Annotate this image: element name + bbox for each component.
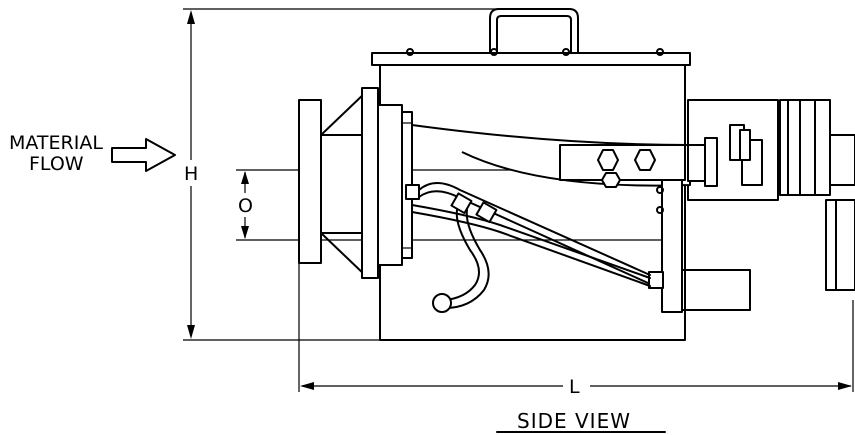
material-flow-label-line2: FLOW — [29, 153, 84, 175]
material-flow-label-line1: MATERIAL — [9, 132, 103, 154]
inlet-assembly — [298, 87, 420, 279]
dim-label-o: O — [238, 195, 253, 217]
material-flow-callout: MATERIAL FLOW — [9, 132, 176, 175]
drive-assembly — [679, 99, 855, 311]
outlet-flange — [648, 179, 683, 313]
dim-label-l: L — [569, 376, 580, 398]
flow-arrow-icon — [111, 138, 176, 172]
view-title: SIDE VIEW — [517, 409, 631, 433]
valve-fitting — [739, 129, 751, 161]
diverter-blade — [411, 124, 718, 188]
view-title-group: SIDE VIEW — [496, 409, 666, 433]
length-dimension: L — [298, 262, 854, 398]
main-housing — [371, 48, 691, 341]
hydraulic-lines — [411, 182, 651, 313]
dim-label-h: H — [184, 163, 198, 185]
carry-handle — [489, 8, 579, 53]
